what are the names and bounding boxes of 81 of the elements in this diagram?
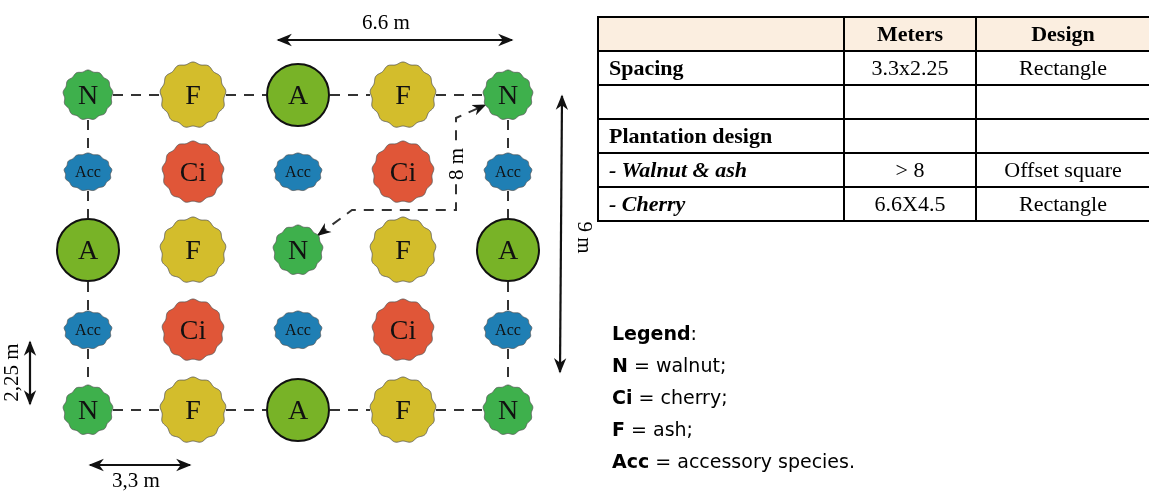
tree-code: F (395, 79, 411, 111)
dimension-label: 3,3 m (112, 468, 160, 493)
tree-code: Ci (179, 156, 207, 188)
tree-crown (63, 385, 113, 435)
dimension-label: 6.6 m (362, 10, 410, 35)
table-cell: Spacing (598, 51, 844, 85)
tree-code: F (395, 234, 411, 266)
dashed-line (507, 190, 509, 219)
tree-code: F (395, 394, 411, 426)
tree-crown (64, 311, 112, 349)
tree-code: Acc (495, 321, 521, 339)
dashed-line (329, 409, 371, 411)
tree-code: F (185, 79, 201, 111)
tree-crown (160, 217, 226, 283)
tree-code: A (287, 79, 309, 111)
tree-crown (483, 385, 533, 435)
tree-code: Acc (285, 321, 311, 339)
tree-crown (484, 153, 532, 191)
table-cell: - Walnut & ash (598, 153, 844, 187)
tree-code: N (77, 394, 99, 426)
tree-crown (370, 217, 436, 283)
dashed-line (225, 409, 267, 411)
legend-heading: Legend: (612, 322, 697, 344)
tree-code: Ci (389, 156, 417, 188)
dashed-line (225, 94, 267, 96)
tree-code: Acc (495, 163, 521, 181)
tree-code: Acc (75, 163, 101, 181)
legend-entry: Acc = accessory species. (612, 450, 855, 472)
tree-crown (160, 62, 226, 128)
tree-crown (160, 377, 226, 443)
table-cell: 6.6X4.5 (844, 187, 976, 221)
tree-code: A (497, 234, 519, 266)
tree-code: Acc (75, 321, 101, 339)
dashed-line (507, 281, 509, 312)
tree-crown (483, 70, 533, 120)
dashed-line (112, 409, 161, 411)
tree-code: N (287, 234, 309, 266)
dashed-line (435, 94, 484, 96)
tree-crown (273, 225, 323, 275)
header-cell: Meters (844, 17, 976, 51)
tree-code: A (77, 234, 99, 266)
tree-code: N (497, 79, 519, 111)
tree-crown (274, 311, 322, 349)
tree-circle (56, 218, 120, 282)
table-cell: > 8 (844, 153, 976, 187)
tree-crown (162, 299, 224, 361)
dashed-line (87, 190, 89, 219)
dimension-label: 9 m (571, 221, 597, 254)
table-cell: Plantation design (598, 119, 844, 153)
tree-code: N (497, 394, 519, 426)
tree-crown (63, 70, 113, 120)
tree-code: N (77, 79, 99, 111)
tree-circle (476, 218, 540, 282)
dashed-line (112, 94, 161, 96)
dashed-line (87, 281, 89, 312)
table-cell: - Cherry (598, 187, 844, 221)
tree-code: Ci (389, 314, 417, 346)
dashed-line (435, 409, 484, 411)
tree-crown (370, 62, 436, 128)
tree-code: Acc (285, 163, 311, 181)
tree-crown (64, 153, 112, 191)
tree-crown (162, 141, 224, 203)
tree-code: Ci (179, 314, 207, 346)
legend-entry: Ci = cherry; (612, 386, 728, 408)
tree-circle (266, 378, 330, 442)
tree-code: F (185, 394, 201, 426)
legend-entry: N = walnut; (612, 354, 727, 376)
header-cell: Design (976, 17, 1149, 51)
tree-crown (370, 377, 436, 443)
table-cell: 3.3x2.25 (844, 51, 976, 85)
tree-code: A (287, 394, 309, 426)
tree-crown (484, 311, 532, 349)
tree-crown (274, 153, 322, 191)
legend-entry: F = ash; (612, 418, 693, 440)
tree-crown (372, 299, 434, 361)
double-arrow (316, 104, 487, 237)
tree-crown (372, 141, 434, 203)
tree-circle (266, 63, 330, 127)
dashed-line (329, 94, 371, 96)
dimension-label: 2,25 m (0, 343, 24, 402)
tree-code: F (185, 234, 201, 266)
